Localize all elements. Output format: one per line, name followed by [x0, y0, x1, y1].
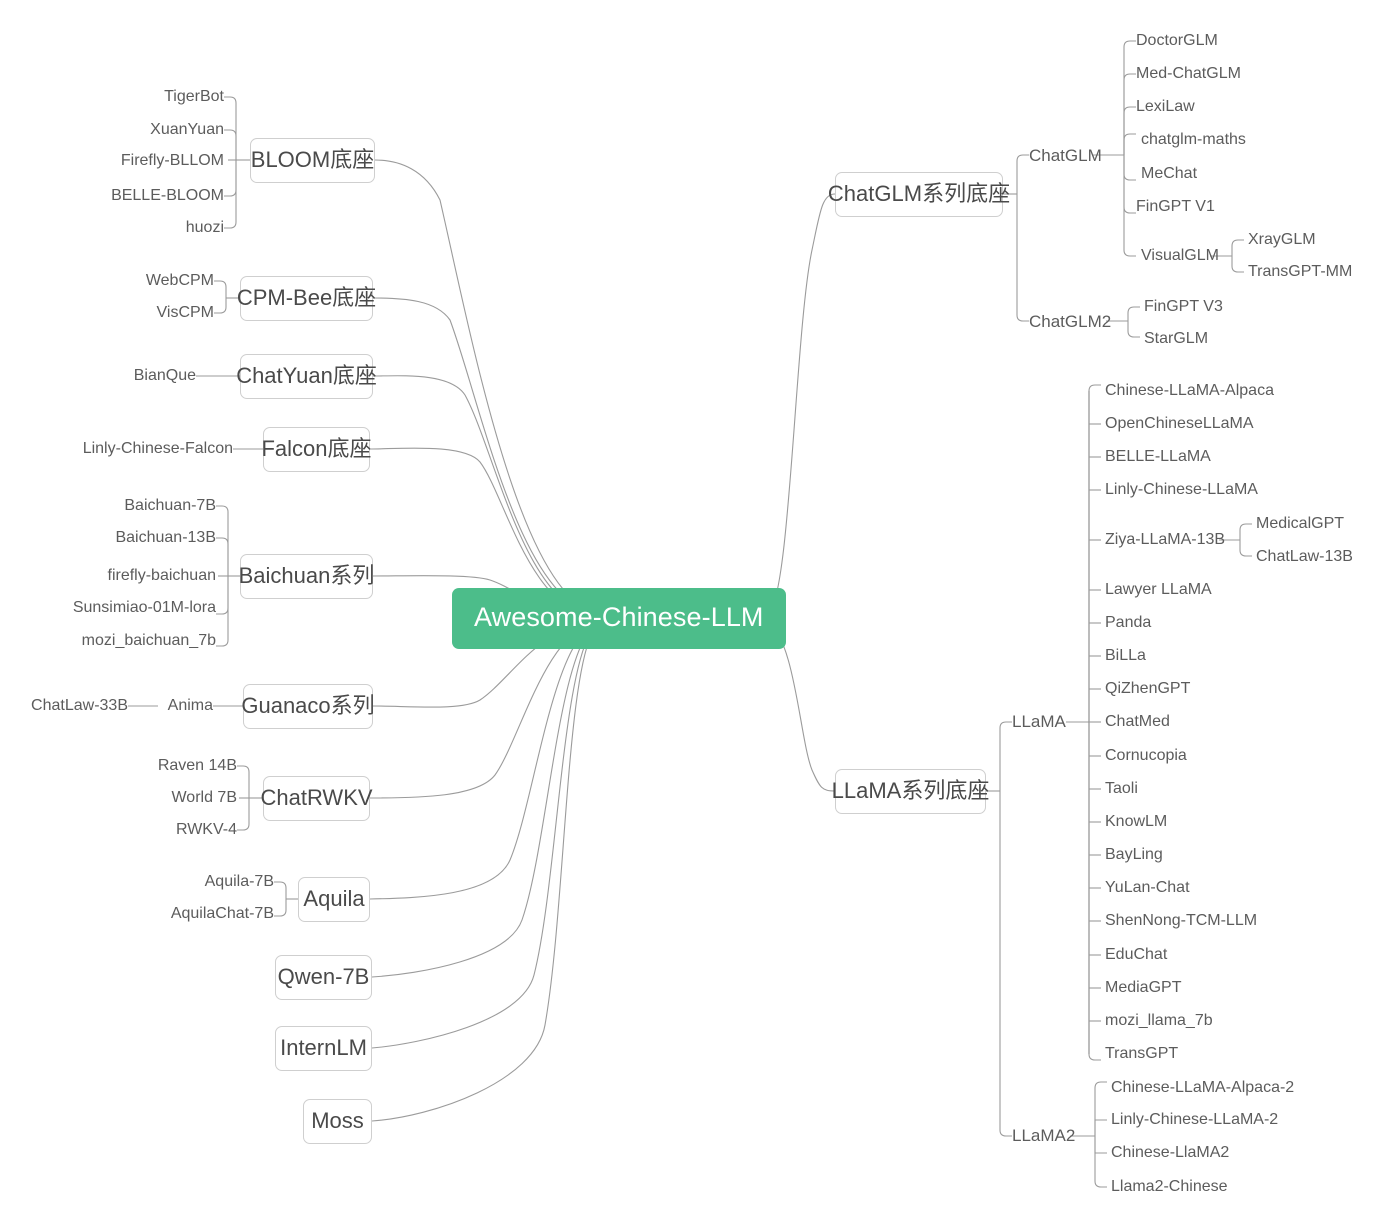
leaf-llama2-chinese[interactable]: Llama2-Chinese [1111, 1178, 1228, 1195]
leaf-rwkv-4[interactable]: RWKV-4 [175, 821, 237, 838]
leaf-panda[interactable]: Panda [1105, 614, 1152, 631]
leaf-shennong-tcm-llm[interactable]: ShenNong-TCM-LLM [1105, 912, 1258, 929]
leaf-transgpt-mm[interactable]: TransGPT-MM [1248, 263, 1353, 280]
branch-node-cpm-bee[interactable]: CPM-Bee底座 [237, 276, 376, 321]
leaf-fingpt-v1[interactable]: FinGPT V1 [1136, 198, 1215, 215]
node-ziya-llama-13b[interactable]: Ziya-LLaMA-13B [1105, 531, 1226, 548]
branch-node-moss[interactable]: Moss [303, 1099, 372, 1144]
leaf-chinese-llama-alpaca-2[interactable]: Chinese-LLaMA-Alpaca-2 [1111, 1079, 1295, 1096]
leaf-fingpt-v3[interactable]: FinGPT V3 [1144, 298, 1223, 315]
leaf-bayling[interactable]: BayLing [1105, 846, 1163, 863]
leaf-chatglm-maths[interactable]: chatglm-maths [1141, 131, 1246, 148]
leaf-chinese-llama-alpaca[interactable]: Chinese-LLaMA-Alpaca [1105, 382, 1274, 399]
leaf-taoli[interactable]: Taoli [1105, 780, 1138, 797]
leaf-openchinesellama[interactable]: OpenChineseLLaMA [1105, 415, 1254, 432]
leaf-bianque[interactable]: BianQue [133, 367, 196, 384]
leaf-cornucopia[interactable]: Cornucopia [1105, 747, 1187, 764]
leaf-mediagpt[interactable]: MediaGPT [1105, 979, 1182, 996]
leaf-belle-llama[interactable]: BELLE-LLaMA [1105, 448, 1211, 465]
leaf-chatlaw-13b[interactable]: ChatLaw-13B [1256, 548, 1353, 565]
leaf-sunsimiao-01m-lora[interactable]: Sunsimiao-01M-lora [72, 599, 216, 616]
leaf-qizhengpt[interactable]: QiZhenGPT [1105, 680, 1191, 697]
branch-node-llama-series[interactable]: LLaMA系列底座 [832, 769, 989, 814]
branch-node-chatrwkv[interactable]: ChatRWKV [260, 776, 373, 821]
leaf-anima[interactable]: Anima [167, 697, 213, 714]
leaf-firefly-baichuan[interactable]: firefly-baichuan [107, 567, 217, 584]
branch-node-chatyuan[interactable]: ChatYuan底座 [236, 354, 377, 399]
leaf-mozi-llama-7b[interactable]: mozi_llama_7b [1105, 1012, 1213, 1029]
leaf-med-chatglm[interactable]: Med-ChatGLM [1136, 65, 1241, 82]
leaf-belle-bloom[interactable]: BELLE-BLOOM [111, 187, 224, 204]
leaf-world-7b[interactable]: World 7B [171, 789, 237, 806]
branch-node-guanaco[interactable]: Guanaco系列 [241, 684, 375, 729]
leaf-transgpt[interactable]: TransGPT [1105, 1045, 1179, 1062]
leaf-raven-14b[interactable]: Raven 14B [157, 757, 237, 774]
leaf-huozi[interactable]: huozi [185, 219, 224, 236]
leaf-linly-chinese-llama[interactable]: Linly-Chinese-LLaMA [1105, 481, 1258, 498]
leaf-knowlm[interactable]: KnowLM [1105, 813, 1168, 830]
leaf-xrayglm[interactable]: XrayGLM [1248, 231, 1316, 248]
leaf-billa[interactable]: BiLLa [1105, 647, 1146, 664]
leaf-lexilaw[interactable]: LexiLaw [1136, 98, 1195, 115]
leaf-baichuan-13b[interactable]: Baichuan-13B [115, 529, 216, 546]
leaf-chatlaw-33b[interactable]: ChatLaw-33B [31, 697, 128, 714]
leaf-chatmed[interactable]: ChatMed [1105, 713, 1170, 730]
leaf-xuanyuan[interactable]: XuanYuan [150, 121, 224, 138]
leaf-baichuan-7b[interactable]: Baichuan-7B [124, 497, 216, 514]
node-chatglm[interactable]: ChatGLM [1029, 146, 1102, 165]
leaf-mozi-baichuan-7b[interactable]: mozi_baichuan_7b [81, 632, 216, 649]
leaf-yulan-chat[interactable]: YuLan-Chat [1105, 879, 1190, 896]
root-node[interactable]: Awesome-Chinese-LLM [452, 588, 786, 649]
leaf-tigerbot[interactable]: TigerBot [164, 88, 224, 105]
leaf-mechat[interactable]: MeChat [1141, 165, 1198, 182]
leaf-linly-chinese-falcon[interactable]: Linly-Chinese-Falcon [82, 440, 233, 457]
node-chatglm2[interactable]: ChatGLM2 [1029, 312, 1112, 331]
leaf-medicalgpt[interactable]: MedicalGPT [1256, 515, 1345, 532]
leaf-webcpm[interactable]: WebCPM [145, 272, 214, 289]
branch-node-chatglm-series[interactable]: ChatGLM系列底座 [828, 172, 1010, 217]
branch-node-bloom[interactable]: BLOOM底座 [250, 138, 375, 183]
branch-node-aquila[interactable]: Aquila [298, 877, 370, 922]
branch-node-falcon[interactable]: Falcon底座 [261, 427, 372, 472]
leaf-lawyer-llama[interactable]: Lawyer LLaMA [1105, 581, 1212, 598]
leaf-aquilachat-7b[interactable]: AquilaChat-7B [170, 905, 274, 922]
node-visualglm[interactable]: VisualGLM [1141, 247, 1219, 264]
leaf-educhat[interactable]: EduChat [1105, 946, 1168, 963]
leaf-starglm[interactable]: StarGLM [1144, 330, 1209, 347]
leaf-linly-chinese-llama-2[interactable]: Linly-Chinese-LLaMA-2 [1111, 1111, 1279, 1128]
leaf-chinese-llama2[interactable]: Chinese-LlaMA2 [1111, 1144, 1230, 1161]
leaf-viscpm[interactable]: VisCPM [156, 304, 215, 321]
branch-node-internlm[interactable]: InternLM [275, 1026, 372, 1071]
leaf-aquila-7b[interactable]: Aquila-7B [204, 873, 274, 890]
leaf-firefly-bllom[interactable]: Firefly-BLLOM [120, 152, 224, 169]
node-llama2[interactable]: LLaMA2 [1012, 1126, 1076, 1145]
branch-node-qwen-7b[interactable]: Qwen-7B [275, 955, 372, 1000]
branch-node-baichuan[interactable]: Baichuan系列 [239, 554, 374, 599]
leaf-doctorglm[interactable]: DoctorGLM [1136, 32, 1218, 49]
node-llama[interactable]: LLaMA [1012, 712, 1066, 731]
